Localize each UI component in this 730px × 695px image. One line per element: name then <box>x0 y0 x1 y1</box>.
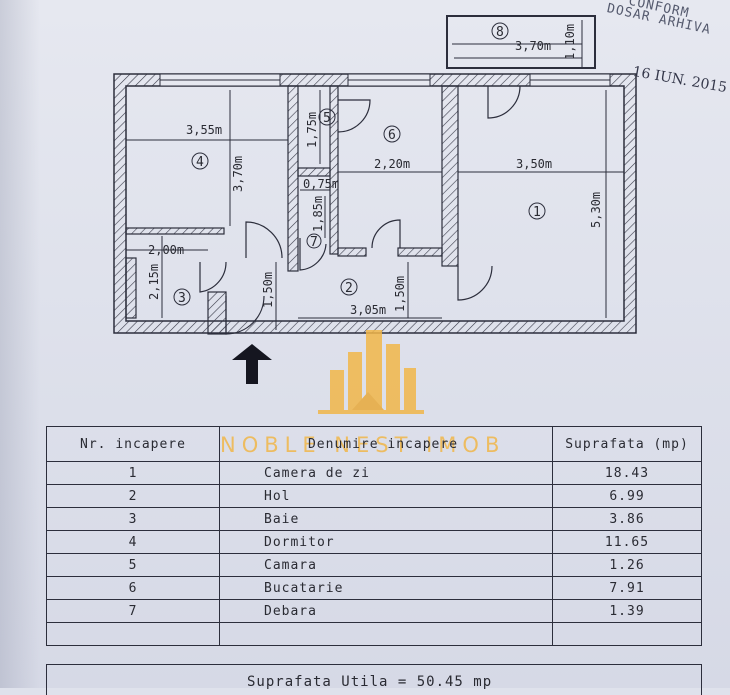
balcony <box>446 15 596 69</box>
outer-walls <box>113 73 637 334</box>
table-header-row: Nr. incapere Denumire incapere Suprafata… <box>46 426 702 462</box>
dim-room7-height: 1,85m <box>311 196 325 232</box>
header-room-number: Nr. incapere <box>46 426 220 462</box>
entrance-arrow-icon <box>232 344 272 384</box>
table-row: 7 Debara 1.39 <box>46 599 702 623</box>
room-number-1: 1 <box>533 205 541 220</box>
header-area: Suprafata (mp) <box>552 426 702 462</box>
table-row: 4 Dormitor 11.65 <box>46 530 702 554</box>
table-row: 5 Camara 1.26 <box>46 553 702 577</box>
page-shadow <box>0 0 40 688</box>
table-row-empty <box>46 622 702 646</box>
inner-walls <box>125 85 459 335</box>
row-room-number: 5 <box>46 553 220 577</box>
dim-room4-width: 3,55m <box>186 123 222 137</box>
table-row: 6 Bucatarie 7.91 <box>46 576 702 600</box>
room-numbers <box>173 22 546 306</box>
row-room-number: 1 <box>46 461 220 485</box>
room-number-4: 4 <box>196 155 204 170</box>
room-number-7: 7 <box>310 235 318 250</box>
total-area-row: Suprafata Utila = 50.45 mp <box>46 664 702 695</box>
row-room-name: Camera de zi <box>219 461 553 485</box>
empty-cell <box>46 622 220 646</box>
row-room-name: Hol <box>219 484 553 508</box>
row-area: 1.26 <box>552 553 702 577</box>
row-room-name: Dormitor <box>219 530 553 554</box>
row-room-name: Bucatarie <box>219 576 553 600</box>
windows <box>159 73 611 87</box>
table-row: 1 Camera de zi 18.43 <box>46 461 702 485</box>
table-row: 2 Hol 6.99 <box>46 484 702 508</box>
row-room-name: Camara <box>219 553 553 577</box>
dim-hall-height-1: 1,50m <box>261 272 275 308</box>
room-number-3: 3 <box>178 291 186 306</box>
room-number-5: 5 <box>323 111 331 126</box>
row-area: 11.65 <box>552 530 702 554</box>
room-number-2: 2 <box>345 281 353 296</box>
row-area: 6.99 <box>552 484 702 508</box>
row-area: 7.91 <box>552 576 702 600</box>
rooms-table: Nr. incapere Denumire incapere Suprafata… <box>46 426 702 646</box>
header-room-name: Denumire incapere <box>219 426 553 462</box>
row-room-number: 7 <box>46 599 220 623</box>
room-number-6: 6 <box>388 128 396 143</box>
doors <box>199 85 521 335</box>
dim-room6-width: 2,20m <box>374 157 410 171</box>
total-area-text: Suprafata Utila = 50.45 mp <box>247 674 493 690</box>
dimension-lines <box>126 57 624 330</box>
row-area: 1.39 <box>552 599 702 623</box>
dim-room3-width: 2,00m <box>148 243 184 257</box>
empty-cell <box>552 622 702 646</box>
room-number-8: 8 <box>496 25 504 40</box>
row-area: 18.43 <box>552 461 702 485</box>
dim-hall-height-2: 1,50m <box>393 276 407 312</box>
dim-room1-height: 5,30m <box>589 192 603 228</box>
dim-room4-height: 3,70m <box>231 156 245 192</box>
row-room-number: 2 <box>46 484 220 508</box>
table-row: 3 Baie 3.86 <box>46 507 702 531</box>
dim-room1-width: 3,50m <box>516 157 552 171</box>
dim-room8-width: 3,70m <box>515 39 551 53</box>
row-room-name: Baie <box>219 507 553 531</box>
floor-plan: 3,70m 1,10m 3,55m 3,70m 1,75m 2,20m 3,50… <box>113 15 637 414</box>
dim-hall-width: 3,05m <box>350 303 386 317</box>
row-room-number: 3 <box>46 507 220 531</box>
row-area: 3.86 <box>552 507 702 531</box>
row-room-number: 6 <box>46 576 220 600</box>
row-room-number: 4 <box>46 530 220 554</box>
dim-room8-height: 1,10m <box>563 24 577 60</box>
dim-room5-height: 1,75m <box>305 112 319 148</box>
watermark-logo-icon <box>318 330 424 414</box>
row-room-name: Debara <box>219 599 553 623</box>
empty-cell <box>219 622 553 646</box>
dim-room3-height: 2,15m <box>147 264 161 300</box>
dim-room7-width: 0,75m <box>303 177 339 191</box>
